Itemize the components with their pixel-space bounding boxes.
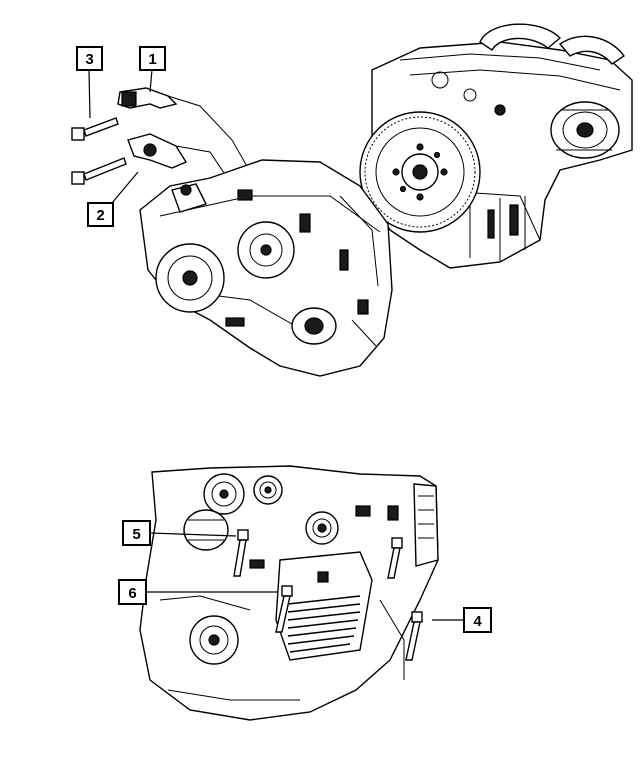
callout-3-label: 3	[85, 51, 93, 68]
bolt-item-6	[275, 585, 293, 633]
callout-6: 6	[118, 579, 147, 605]
bolt-upper	[71, 117, 119, 141]
callout-4-label: 4	[473, 613, 482, 630]
leader-5	[149, 532, 237, 537]
engine-flywheel-illustration	[359, 23, 633, 269]
callout-2: 2	[87, 202, 114, 227]
callout-4: 4	[463, 607, 492, 633]
callout-2-label: 2	[96, 207, 104, 224]
bolt-item-4	[405, 611, 423, 661]
leader-3	[88, 69, 91, 119]
bolt-lower	[71, 157, 127, 185]
assembly-illustration	[139, 465, 439, 721]
callout-1: 1	[139, 46, 166, 71]
callout-5: 5	[122, 520, 151, 546]
transmission-illustration	[71, 87, 393, 377]
callout-5-label: 5	[132, 526, 140, 543]
leader-lines	[88, 69, 464, 621]
bolt-item-5	[233, 529, 249, 577]
callout-3: 3	[76, 46, 103, 71]
leader-2	[111, 171, 139, 204]
callout-6-label: 6	[128, 585, 136, 602]
callout-1-label: 1	[148, 51, 156, 68]
oil-pan-fins	[287, 595, 361, 653]
leader-1	[149, 69, 153, 93]
